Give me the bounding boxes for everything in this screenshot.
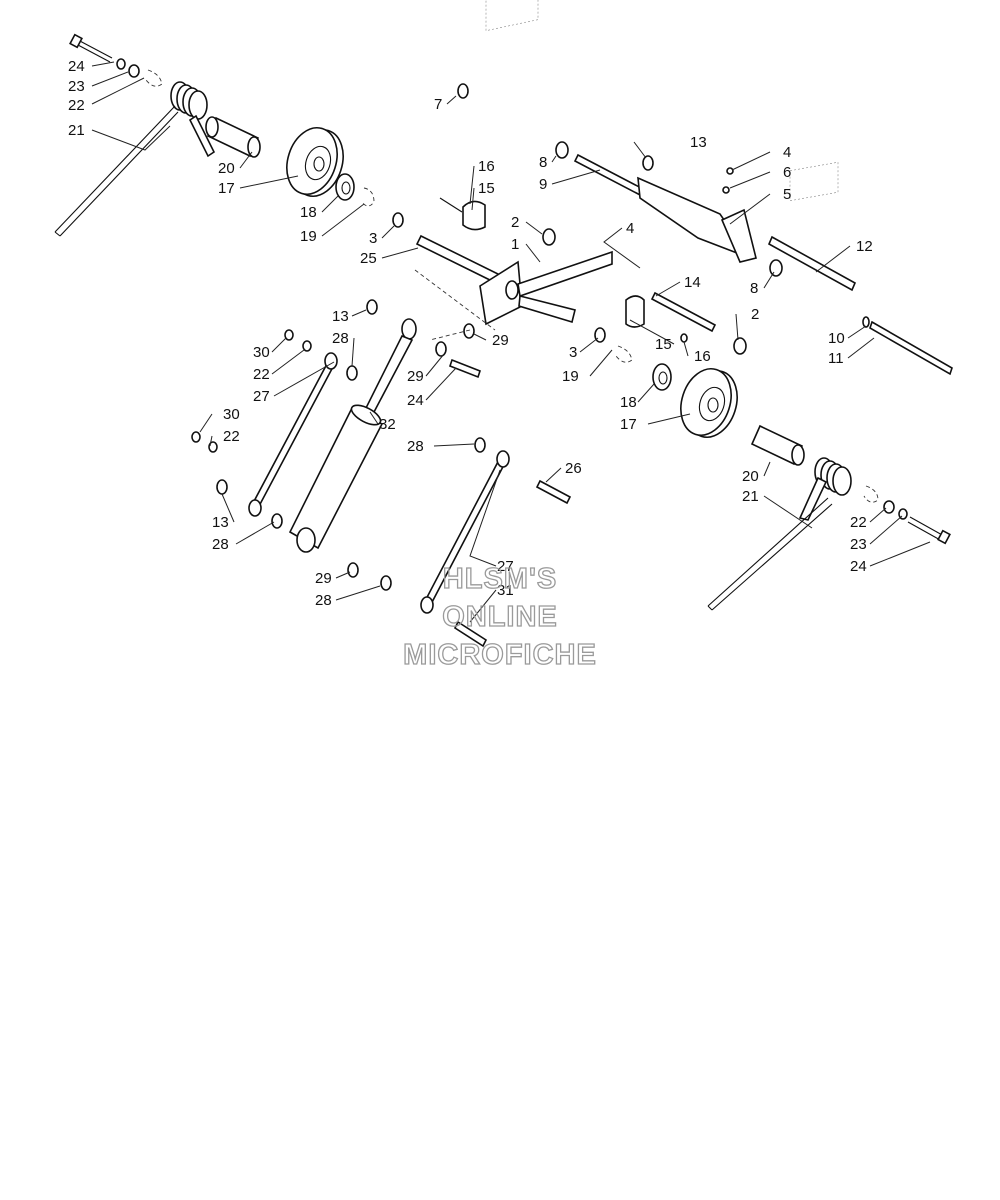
callout-28: 28	[407, 438, 424, 455]
callout-8: 8	[539, 154, 547, 171]
leader-lines	[91, 61, 931, 623]
callout-4: 4	[783, 144, 791, 161]
callout-24: 24	[407, 392, 424, 409]
callout-19: 19	[300, 228, 317, 245]
callout-18: 18	[300, 204, 317, 221]
callout-12: 12	[856, 238, 873, 255]
watermark: HLSM'S ONLINE MICROFICHE	[403, 562, 597, 671]
callout-25: 25	[360, 250, 377, 267]
callout-22: 22	[850, 514, 867, 531]
callout-28: 28	[212, 536, 229, 553]
callout-4: 4	[626, 220, 634, 237]
callout-31: 31	[497, 582, 514, 599]
rear-bracket	[637, 176, 757, 263]
right-spring-assembly	[615, 345, 951, 611]
callout-17: 17	[620, 416, 637, 433]
callout-18: 18	[620, 394, 637, 411]
callout-7: 7	[434, 96, 442, 113]
torsion-spring-left	[54, 81, 216, 237]
center-arm-assembly	[439, 0, 953, 376]
callout-16: 16	[694, 348, 711, 365]
spacer-tube-right	[750, 424, 805, 466]
callout-1: 1	[511, 236, 519, 253]
callout-21: 21	[742, 488, 759, 505]
shock-absorber	[288, 318, 417, 553]
callout-24: 24	[68, 58, 85, 75]
callout-20: 20	[218, 160, 235, 177]
callout-3: 3	[369, 230, 377, 247]
spacer-tube-left	[205, 116, 261, 158]
callout-28: 28	[315, 592, 332, 609]
suspension-arm	[479, 250, 613, 326]
callout-22: 22	[223, 428, 240, 445]
callout-15: 15	[478, 180, 495, 197]
callout-16: 16	[478, 158, 495, 175]
callout-17: 17	[218, 180, 235, 197]
callout-2: 2	[511, 214, 519, 231]
callout-23: 23	[68, 78, 85, 95]
callout-29: 29	[492, 332, 509, 349]
callout-29: 29	[407, 368, 424, 385]
callout-29: 29	[315, 570, 332, 587]
torsion-spring-right	[707, 457, 852, 611]
callout-20: 20	[742, 468, 759, 485]
callout-30: 30	[253, 344, 270, 361]
callout-22: 22	[253, 366, 270, 383]
callout-14: 14	[684, 274, 701, 291]
watermark-line-3: MICROFICHE	[403, 639, 597, 671]
callout-22: 22	[68, 97, 85, 114]
callout-2: 2	[751, 306, 759, 323]
callout-21: 21	[68, 122, 85, 139]
left-spring-assembly	[54, 33, 502, 285]
callout-24: 24	[850, 558, 867, 575]
callout-11: 11	[828, 350, 844, 367]
idler-wheel-left	[286, 127, 344, 197]
callout-8: 8	[750, 280, 758, 297]
callout-10: 10	[828, 330, 845, 347]
callout-15: 15	[655, 336, 672, 353]
watermark-line-2: ONLINE	[442, 601, 558, 633]
callout-27: 27	[253, 388, 270, 405]
callout-23: 23	[850, 536, 867, 553]
callout-13: 13	[690, 134, 707, 151]
callout-28: 28	[332, 330, 349, 347]
callout-9: 9	[539, 176, 547, 193]
callout-labels: 24 23 22 21 20 17 18 19 3 25 7 8 9 16 15…	[68, 58, 873, 609]
idler-wheel-right	[680, 368, 738, 438]
watermark-line-1: HLSM'S	[443, 563, 557, 595]
callout-5: 5	[783, 186, 791, 203]
callout-3: 3	[569, 344, 577, 361]
callout-32: 32	[379, 416, 396, 433]
callout-13: 13	[212, 514, 229, 531]
callout-30: 30	[223, 406, 240, 423]
callout-6: 6	[783, 164, 791, 181]
callout-27: 27	[497, 558, 514, 575]
callout-19: 19	[562, 368, 579, 385]
callout-26: 26	[565, 460, 582, 477]
shock-and-links	[191, 269, 572, 648]
callout-13: 13	[332, 308, 349, 325]
